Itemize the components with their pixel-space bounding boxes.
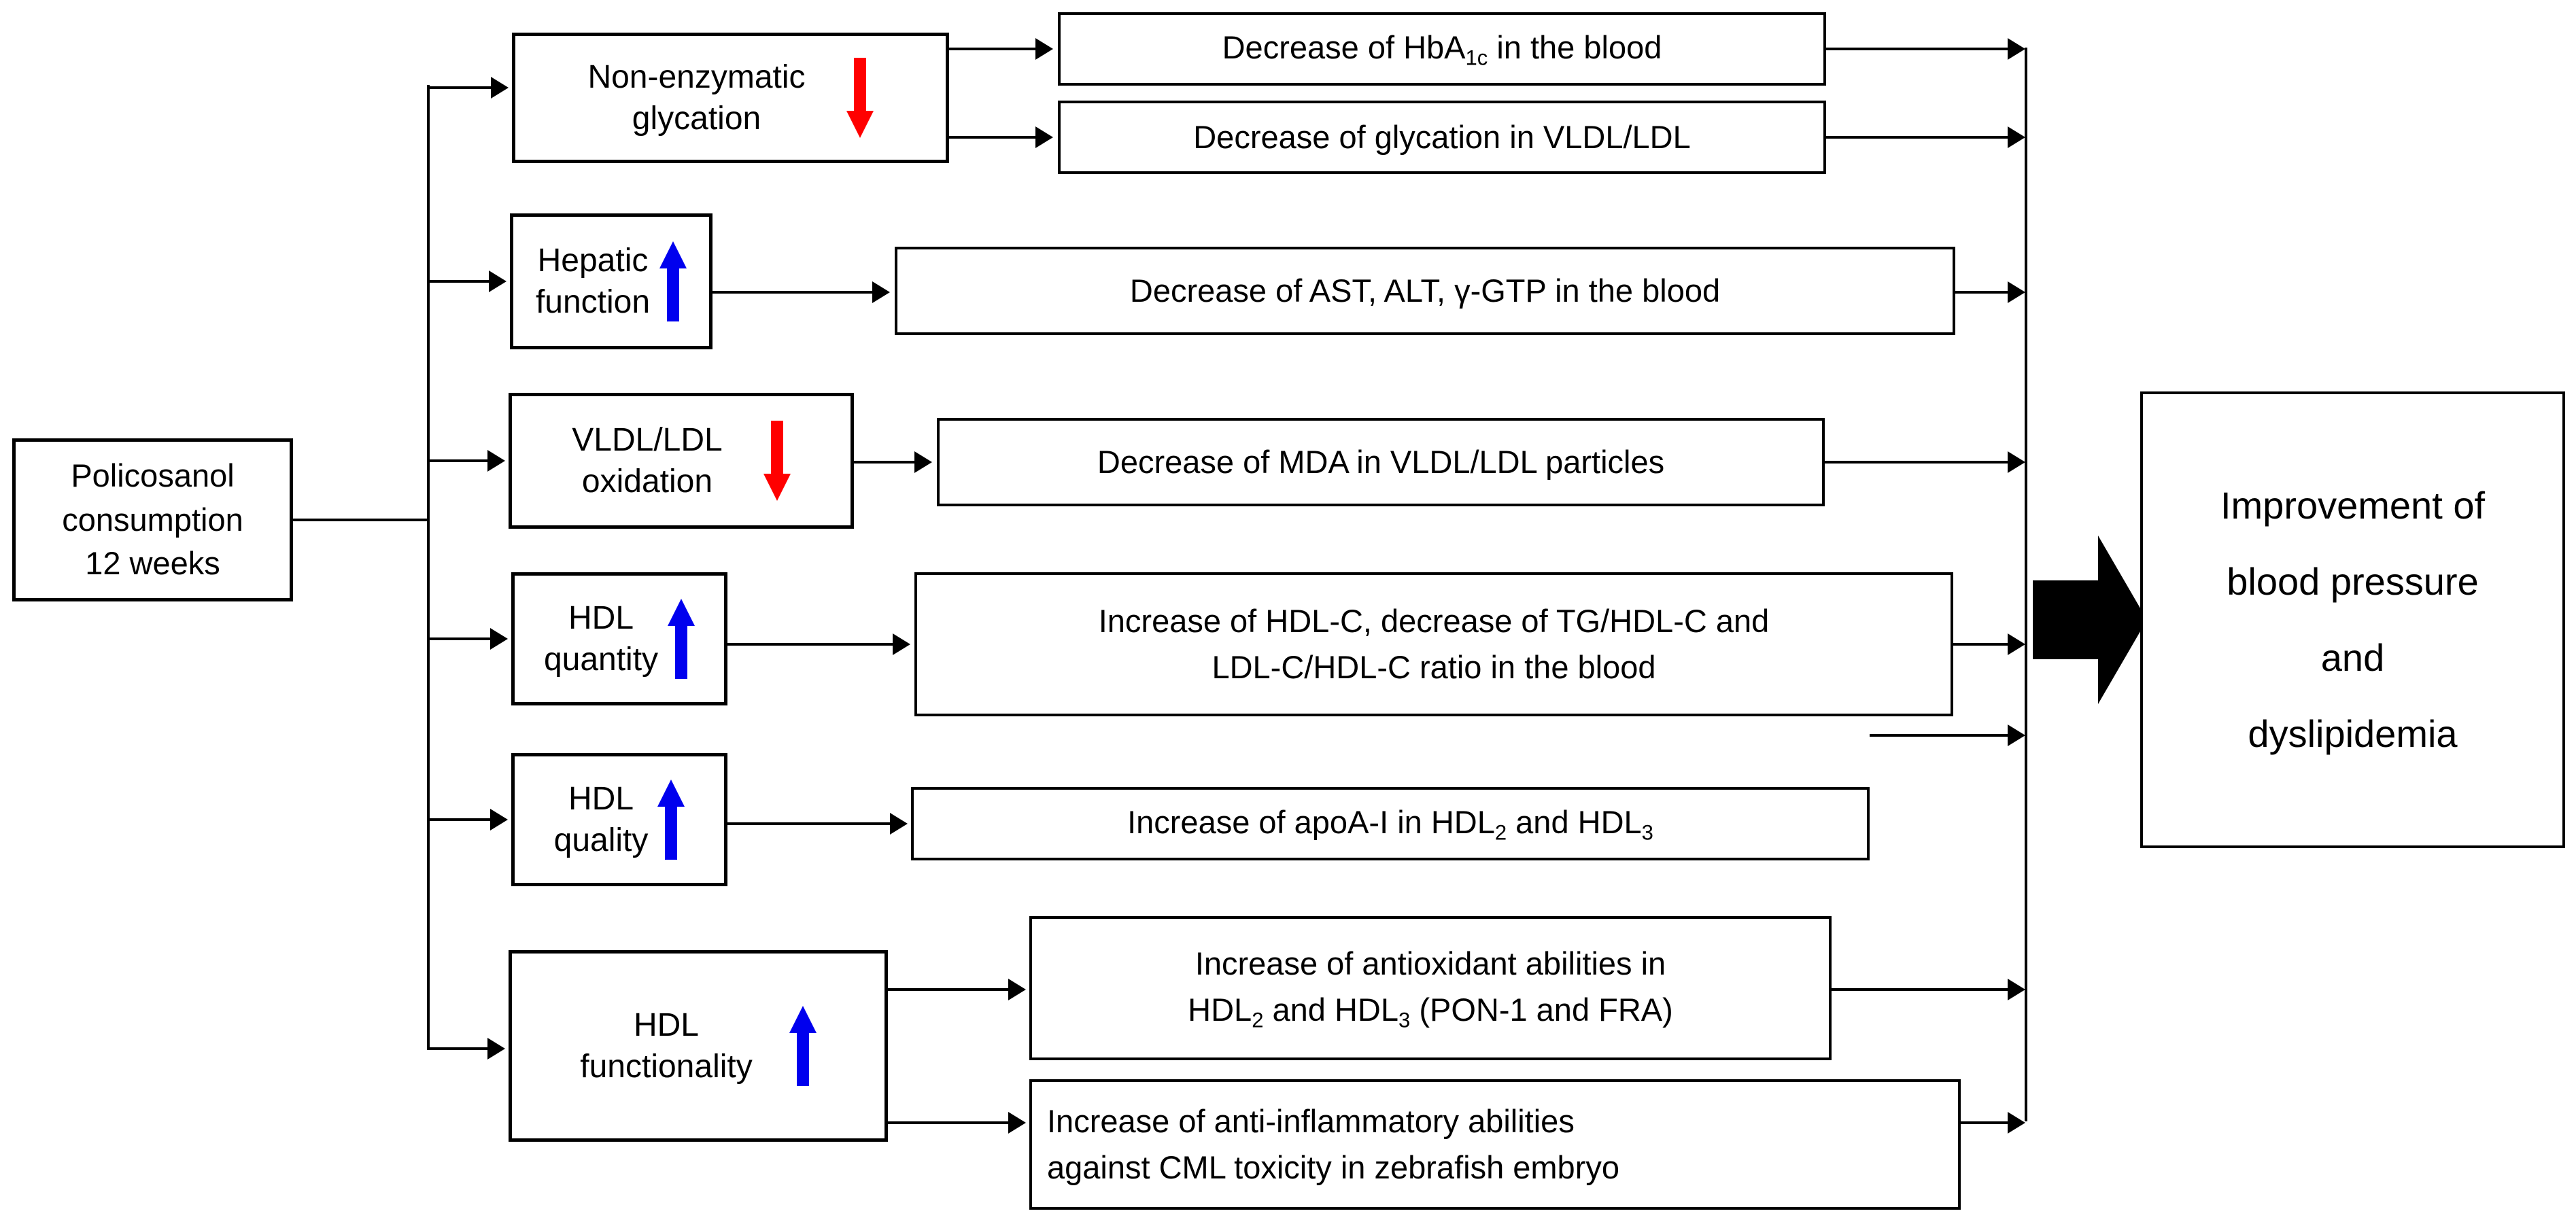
link-line-hdl-quantity [727,643,893,646]
mechanism-box-vldl-ldl-oxidation[interactable]: VLDL/LDL oxidation [509,393,854,529]
collect-arrowhead-0 [2008,38,2025,60]
effect-label-hba1c-decrease: Decrease of HbA1c in the blood [1222,29,1662,70]
branch-arrowhead-4 [490,809,508,830]
arrow-up-blue-icon [657,780,685,860]
link-arrowhead-hepatic [872,281,890,303]
link-arrowhead-hdl-quantity [893,633,910,655]
arrow-up-blue-icon [659,241,687,321]
mechanism-label-hepatic-function: Hepatic function [535,242,651,320]
collect-line-4 [1953,643,2008,646]
arrow-up-blue-icon [668,599,695,679]
branch-arrowhead-0 [491,77,509,99]
arrow-down-red-icon [846,58,874,138]
effect-box-apoa1-increase[interactable]: Increase of apoA-I in HDL2 and HDL3 [911,787,1870,860]
mechanism-label-vldl-ldl-oxidation: VLDL/LDL oxidation [572,421,723,500]
link-line-glyc-hba1c [949,48,1036,50]
left-spine [427,85,430,1050]
collect-arrowhead-3 [2008,451,2025,473]
collect-arrowhead-4 [2008,633,2025,655]
collect-arrowhead-6 [2008,979,2025,1000]
collect-line-1 [1826,136,2008,139]
branch-line-5 [427,1047,488,1050]
link-line-hdl-quality [727,822,891,825]
branch-line-2 [427,459,490,462]
collect-arrowhead-2 [2008,281,2025,303]
link-arrowhead-glyc-vldl [1035,126,1053,148]
link-arrowhead-hdl-quality [890,813,908,835]
branch-line-0 [427,86,492,89]
mechanism-box-hdl-quantity[interactable]: HDL quantity [511,572,727,705]
link-line-oxidation [854,461,915,464]
branch-line-4 [427,818,491,821]
branch-arrowhead-3 [490,628,508,650]
collect-line-0 [1826,48,2008,50]
collect-arrowhead-5 [2008,724,2025,746]
effect-box-antioxidant-increase[interactable]: Increase of antioxidant abilities in HDL… [1029,916,1832,1060]
outcome-box-improvement[interactable]: Improvement of blood pressure and dyslip… [2140,391,2565,848]
branch-arrowhead-2 [487,450,505,472]
collect-arrowhead-7 [2008,1112,2025,1134]
effect-label-glycation-vldl-ldl: Decrease of glycation in VLDL/LDL [1193,118,1691,155]
effect-box-mda-decrease[interactable]: Decrease of MDA in VLDL/LDL particles [937,418,1825,506]
link-line-hepatic [712,291,873,294]
collect-line-5 [1870,734,2008,737]
effect-box-ast-alt-ggtp-decrease[interactable]: Decrease of AST, ALT, γ-GTP in the blood [895,247,1955,335]
mechanism-label-hdl-quantity: HDL quantity [543,599,659,678]
collect-line-7 [1961,1121,2008,1124]
link-line-func-antiox [888,988,1009,991]
link-arrowhead-func-antiinf [1008,1112,1026,1134]
branch-line-3 [427,637,491,640]
effect-label-antioxidant-increase: Increase of antioxidant abilities in HDL… [1188,945,1673,1032]
collect-line-3 [1825,461,2008,464]
mechanism-label-hdl-functionality: HDL functionality [580,1007,753,1085]
effect-label-apoa1-increase: Increase of apoA-I in HDL2 and HDL3 [1127,803,1653,845]
mechanism-box-non-enzymatic-glycation[interactable]: Non-enzymatic glycation [512,33,949,163]
arrow-up-blue-icon [789,1006,817,1086]
effect-label-ast-alt-ggtp-decrease: Decrease of AST, ALT, γ-GTP in the blood [1129,272,1721,309]
effect-box-hba1c-decrease[interactable]: Decrease of HbA1c in the blood [1058,12,1826,86]
mechanism-box-hdl-quality[interactable]: HDL quality [511,753,727,886]
policosanol-consumption-box[interactable]: Policosanol consumption 12 weeks [12,438,293,601]
policosanol-consumption-label: Policosanol consumption 12 weeks [62,457,243,582]
mechanism-box-hdl-functionality[interactable]: HDL functionality [509,950,888,1142]
mechanism-box-hepatic-function[interactable]: Hepatic function [510,213,712,349]
outcome-label: Improvement of blood pressure and dyslip… [2220,484,2486,755]
branch-arrowhead-1 [489,270,506,292]
effect-label-anti-inflammatory-increase: Increase of anti-inflammatory abilities … [1047,1102,1619,1185]
effect-label-hdl-c-increase: Increase of HDL-C, decrease of TG/HDL-C … [1098,602,1770,685]
branch-line-1 [427,280,490,283]
effect-box-anti-inflammatory-increase[interactable]: Increase of anti-inflammatory abilities … [1029,1079,1961,1210]
collect-line-6 [1832,988,2008,991]
link-line-func-antiinf [888,1121,1009,1124]
link-arrowhead-func-antiox [1008,979,1026,1000]
block-arrow-right-icon [2033,536,2147,704]
arrow-down-red-icon [763,421,791,501]
link-arrowhead-oxidation [914,451,932,473]
collect-line-2 [1955,291,2008,294]
mechanism-label-hdl-quality: HDL quality [553,780,649,858]
right-spine [2025,48,2027,1121]
effect-label-mda-decrease: Decrease of MDA in VLDL/LDL particles [1097,443,1665,480]
effect-box-hdl-c-increase[interactable]: Increase of HDL-C, decrease of TG/HDL-C … [914,572,1953,716]
effect-box-glycation-vldl-ldl[interactable]: Decrease of glycation in VLDL/LDL [1058,101,1826,174]
link-arrowhead-glyc-hba1c [1035,38,1053,60]
mechanism-label-non-enzymatic-glycation: Non-enzymatic glycation [587,58,806,137]
collect-arrowhead-1 [2008,126,2025,148]
link-line-glyc-vldl [949,136,1036,139]
source-outlet-line [293,519,430,521]
branch-arrowhead-5 [487,1038,505,1060]
